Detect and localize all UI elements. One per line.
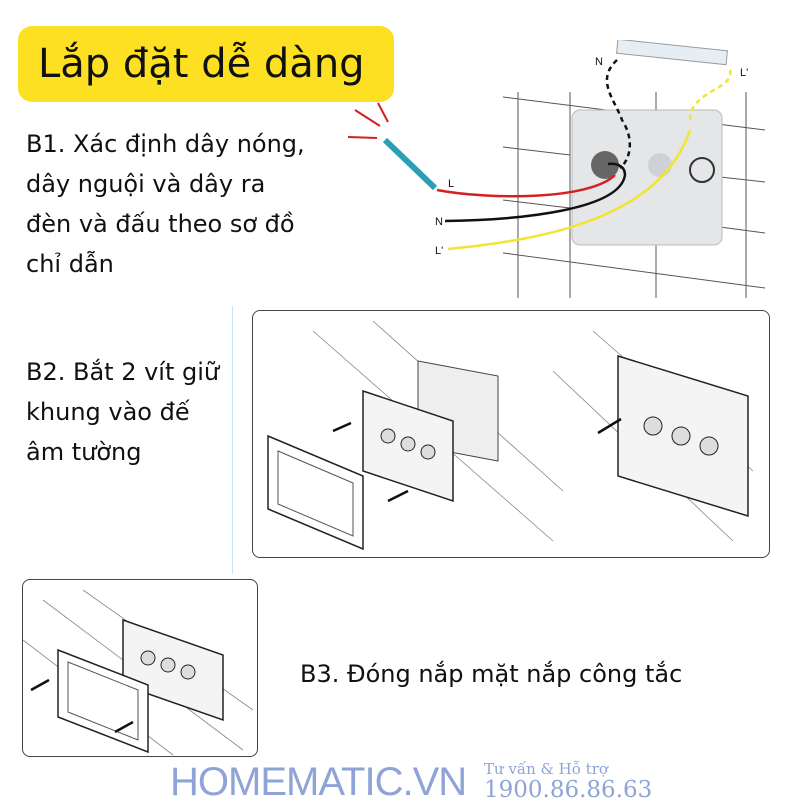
- step-1-line: dây nguội và dây ra: [26, 170, 266, 198]
- wall-box: [571, 109, 723, 246]
- support-info: Tư vấn & Hỗ trợ 1900.86.86.63: [484, 762, 652, 802]
- label-l-prime: L': [435, 245, 443, 257]
- hotline: 1900.86.86.63: [484, 777, 653, 803]
- arrow-icon: [332, 417, 622, 503]
- step-2-illustration: [252, 310, 770, 558]
- step-2-line: B2. Bắt 2 vít giữ: [26, 358, 220, 386]
- step-2-line: âm tường: [26, 438, 142, 466]
- support-label: Tư vấn & Hỗ trợ: [484, 760, 608, 778]
- label-lamp-n: N: [595, 56, 603, 68]
- step-3-illustration: [22, 579, 258, 757]
- lamp-icon: [616, 40, 728, 66]
- voltage-tester-icon: [347, 102, 438, 191]
- step-1-text: B1. Xác định dây nóng, dây nguội và dây …: [26, 124, 305, 284]
- page-title: Lắp đặt dễ dàng: [18, 26, 394, 102]
- divider: [232, 306, 233, 574]
- step-1-line: chỉ dẫn: [26, 250, 114, 278]
- step-1-line: B1. Xác định dây nóng,: [26, 130, 305, 158]
- label-l: L: [448, 178, 454, 190]
- wiring-diagram: L N L' N L': [347, 40, 766, 298]
- brand-logo: HOMEMATIC.VN: [170, 760, 467, 804]
- step-2-text: B2. Bắt 2 vít giữ khung vào đế âm tường: [26, 352, 219, 472]
- label-lamp-l-prime: L': [740, 67, 748, 79]
- step-1-line: đèn và đấu theo sơ đồ: [26, 210, 295, 238]
- step-2-line: khung vào đế: [26, 398, 190, 426]
- step-3-text: B3. Đóng nắp mặt nắp công tắc: [300, 660, 683, 688]
- label-n: N: [435, 216, 443, 228]
